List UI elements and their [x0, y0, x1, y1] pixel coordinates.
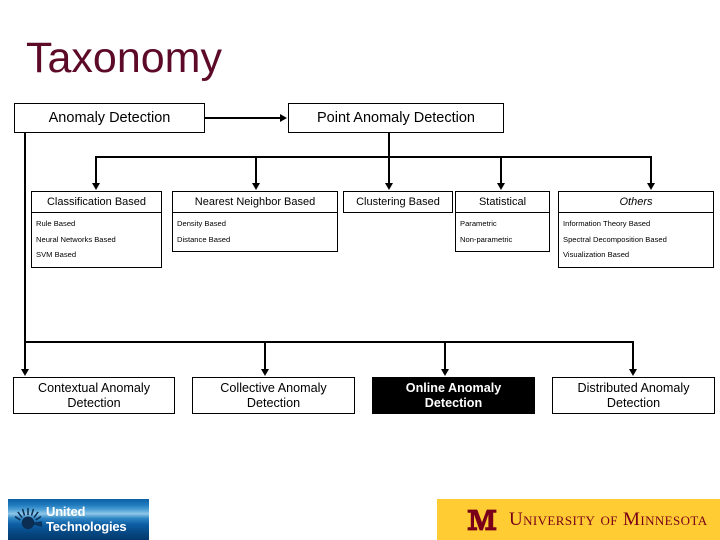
node-anomaly-detection[interactable]: Anomaly Detection: [14, 103, 205, 133]
category-header: Classification Based: [32, 192, 161, 213]
connector-drop-statistical: [500, 156, 502, 185]
connector-root-to-point: [205, 117, 281, 119]
connector-drop-classification: [95, 156, 97, 185]
category-item[interactable]: Density Based: [177, 219, 226, 228]
arrowhead-contextual-icon: [21, 369, 29, 376]
united-technologies-wordmark: United Technologies: [46, 504, 127, 534]
category-classification-based[interactable]: Classification Based Rule Based Neural N…: [31, 191, 162, 268]
category-item[interactable]: Information Theory Based: [563, 219, 651, 228]
maroon-m-icon: [467, 509, 497, 531]
arrowhead-nearest-neighbor-icon: [252, 183, 260, 190]
arrowhead-distributed-icon: [629, 369, 637, 376]
node-label-line2: Detection: [424, 395, 483, 410]
page-title: Taxonomy: [26, 34, 222, 82]
arrowhead-online-icon: [441, 369, 449, 376]
connector-drop-distributed: [632, 341, 634, 370]
node-label-line1: Online Anomaly: [405, 380, 502, 395]
node-label-line2: Detection: [67, 395, 121, 410]
arrowhead-others-icon: [647, 183, 655, 190]
connector-drop-contextual: [24, 341, 26, 370]
category-header: Clustering Based: [356, 196, 440, 208]
connector-root-spine: [24, 133, 26, 343]
utc-line1: United: [46, 504, 86, 519]
node-label: Online Anomaly Detection: [406, 381, 501, 411]
category-item[interactable]: Rule Based: [36, 219, 76, 228]
node-label: Contextual Anomaly Detection: [38, 381, 150, 411]
category-item[interactable]: Distance Based: [177, 234, 231, 244]
node-online-anomaly-detection[interactable]: Online Anomaly Detection: [372, 377, 535, 414]
node-label-line1: Contextual Anomaly: [37, 380, 150, 395]
category-item[interactable]: Neural Networks Based: [36, 234, 116, 244]
node-label-line1: Distributed Anomaly: [577, 380, 690, 395]
arrowhead-collective-icon: [261, 369, 269, 376]
connector-leaf-bus: [24, 341, 633, 343]
category-items: Information Theory Based Spectral Decomp…: [559, 213, 713, 267]
category-item[interactable]: Visualization Based: [563, 250, 630, 259]
category-item[interactable]: Parametric: [460, 219, 497, 228]
utc-line2: Technologies: [46, 519, 127, 534]
category-items: Parametric Non-parametric: [456, 213, 549, 251]
category-items: Rule Based Neural Networks Based SVM Bas…: [32, 213, 161, 267]
node-anomaly-detection-label: Anomaly Detection: [48, 109, 171, 126]
category-item[interactable]: Non-parametric: [460, 234, 513, 244]
category-items: Density Based Distance Based: [173, 213, 337, 251]
united-technologies-logo: United Technologies: [8, 499, 149, 540]
category-item[interactable]: Spectral Decomposition Based: [563, 234, 667, 244]
connector-point-stem: [388, 133, 390, 158]
category-item[interactable]: SVM Based: [36, 250, 77, 259]
node-collective-anomaly-detection[interactable]: Collective Anomaly Detection: [192, 377, 355, 414]
category-header: Others: [559, 192, 713, 213]
arrowhead-classification-icon: [92, 183, 100, 190]
category-nearest-neighbor-based[interactable]: Nearest Neighbor Based Density Based Dis…: [172, 191, 338, 252]
category-header: Nearest Neighbor Based: [173, 192, 337, 213]
connector-drop-others: [650, 156, 652, 185]
node-label: Distributed Anomaly Detection: [578, 381, 690, 411]
connector-category-bus: [95, 156, 650, 158]
sunburst-icon: [14, 508, 42, 530]
node-label-line2: Detection: [246, 395, 301, 410]
node-distributed-anomaly-detection[interactable]: Distributed Anomaly Detection: [552, 377, 715, 414]
connector-drop-online: [444, 341, 446, 370]
node-point-anomaly-detection-label: Point Anomaly Detection: [317, 109, 475, 126]
category-statistical[interactable]: Statistical Parametric Non-parametric: [455, 191, 550, 252]
category-header: Statistical: [456, 192, 549, 213]
category-others[interactable]: Others Information Theory Based Spectral…: [558, 191, 714, 268]
node-label-line2: Detection: [606, 395, 661, 410]
category-clustering-based[interactable]: Clustering Based: [343, 191, 453, 213]
node-contextual-anomaly-detection[interactable]: Contextual Anomaly Detection: [13, 377, 175, 414]
node-label: Collective Anomaly Detection: [220, 381, 326, 411]
arrowhead-clustering-icon: [385, 183, 393, 190]
node-label-line1: Collective Anomaly: [220, 380, 327, 395]
arrowhead-root-to-point-icon: [280, 114, 287, 122]
connector-drop-clustering: [388, 156, 390, 185]
umn-wordmark: University of Minnesota: [509, 509, 708, 530]
node-point-anomaly-detection[interactable]: Point Anomaly Detection: [288, 103, 504, 133]
connector-drop-collective: [264, 341, 266, 370]
arrowhead-statistical-icon: [497, 183, 505, 190]
university-of-minnesota-logo: University of Minnesota: [437, 499, 720, 540]
connector-drop-nearest-neighbor: [255, 156, 257, 185]
